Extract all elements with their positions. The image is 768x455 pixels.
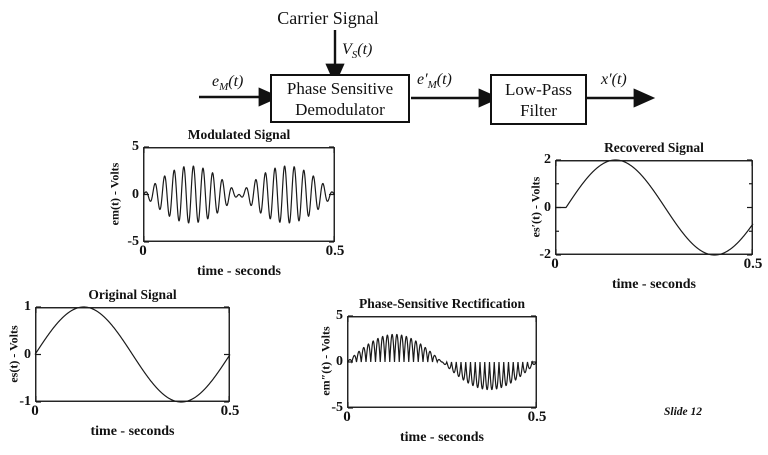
filter-box-line1: Low-Pass bbox=[504, 79, 573, 99]
plot-original-signal: Original Signal es(t) - Volts time - sec… bbox=[0, 285, 245, 450]
math-base: e′ bbox=[417, 71, 428, 88]
math-subscript: M bbox=[427, 79, 437, 92]
x-tick-label: 0.5 bbox=[527, 409, 547, 425]
plot-canvas bbox=[346, 315, 538, 409]
signal-curve bbox=[142, 165, 336, 224]
math-rest: (t) bbox=[436, 71, 452, 88]
plot-canvas bbox=[142, 146, 336, 243]
x-tick-label: 0.5 bbox=[743, 256, 763, 272]
y-tick-label: -5 bbox=[331, 400, 343, 415]
axes-frame bbox=[555, 160, 753, 255]
plot-title: Phase-Sensitive Rectification bbox=[358, 296, 526, 311]
y-tick-label: 5 bbox=[132, 139, 139, 154]
y-tick-label: 2 bbox=[544, 152, 551, 167]
math-subscript: M bbox=[219, 81, 229, 94]
plot-x-axis-label: time - seconds bbox=[612, 277, 696, 292]
y-tick-label: -1 bbox=[19, 394, 31, 409]
y-tick-label: 0 bbox=[24, 346, 31, 362]
y-tick-label: 0 bbox=[336, 354, 343, 369]
plot-x-axis-label: time - seconds bbox=[197, 264, 281, 279]
slide-number: Slide 12 bbox=[663, 406, 702, 418]
math-rest: (t) bbox=[611, 71, 627, 88]
signal-curve bbox=[555, 159, 754, 256]
math-subscript: S bbox=[351, 49, 358, 62]
demodulated-signal-label: e′M(t) bbox=[417, 71, 452, 94]
plot-modulated-signal: Modulated Signal em(t) - Volts time - se… bbox=[98, 125, 350, 290]
plot-phase-sensitive-rectification: Phase-Sensitive Rectification em″(t) - V… bbox=[302, 294, 552, 455]
signal-curve bbox=[34, 306, 231, 403]
plot-title: Modulated Signal bbox=[187, 127, 291, 142]
y-tick-label: 1 bbox=[24, 299, 31, 314]
plot-canvas bbox=[555, 159, 754, 256]
axes-frame bbox=[35, 307, 230, 402]
math-rest: (t) bbox=[357, 41, 373, 58]
x-tick-label: 0 bbox=[551, 256, 559, 272]
x-tick-label: 0 bbox=[31, 403, 39, 419]
plot-title: Original Signal bbox=[88, 287, 177, 302]
y-tick-label: -2 bbox=[539, 247, 551, 262]
low-pass-filter-box: Low-Pass Filter bbox=[490, 74, 587, 125]
plot-recovered-signal: Recovered Signal es′(t) - Volts time - s… bbox=[510, 138, 768, 303]
y-tick-label: 5 bbox=[336, 308, 343, 323]
demodulator-box-line2: Demodulator bbox=[295, 99, 385, 119]
x-tick-label: 0 bbox=[139, 243, 147, 259]
carrier-voltage-label: VS(t) bbox=[342, 41, 372, 64]
plot-x-axis-label: time - seconds bbox=[90, 424, 175, 439]
y-tick-label: -5 bbox=[127, 234, 139, 249]
signal-curve bbox=[346, 333, 538, 391]
math-rest: (t) bbox=[228, 73, 244, 90]
x-tick-label: 0.5 bbox=[325, 243, 345, 259]
y-tick-label: 0 bbox=[132, 186, 139, 202]
y-tick-label: 0 bbox=[544, 199, 551, 215]
math-base: x′ bbox=[601, 71, 612, 88]
x-tick-label: 0 bbox=[343, 409, 351, 425]
output-signal-label: x′(t) bbox=[601, 71, 627, 94]
input-signal-label: eM(t) bbox=[212, 73, 243, 96]
math-base: e bbox=[212, 73, 220, 90]
carrier-signal-label: Carrier Signal bbox=[277, 8, 379, 28]
plot-canvas bbox=[34, 306, 231, 403]
filter-box-line2: Filter bbox=[520, 100, 557, 120]
phase-sensitive-demodulator-box: Phase Sensitive Demodulator bbox=[270, 74, 410, 123]
x-tick-label: 0.5 bbox=[220, 403, 240, 419]
plot-title: Recovered Signal bbox=[604, 140, 704, 155]
demodulator-box-line1: Phase Sensitive bbox=[286, 78, 394, 98]
math-base: V bbox=[342, 41, 352, 58]
plot-x-axis-label: time - seconds bbox=[400, 430, 484, 445]
